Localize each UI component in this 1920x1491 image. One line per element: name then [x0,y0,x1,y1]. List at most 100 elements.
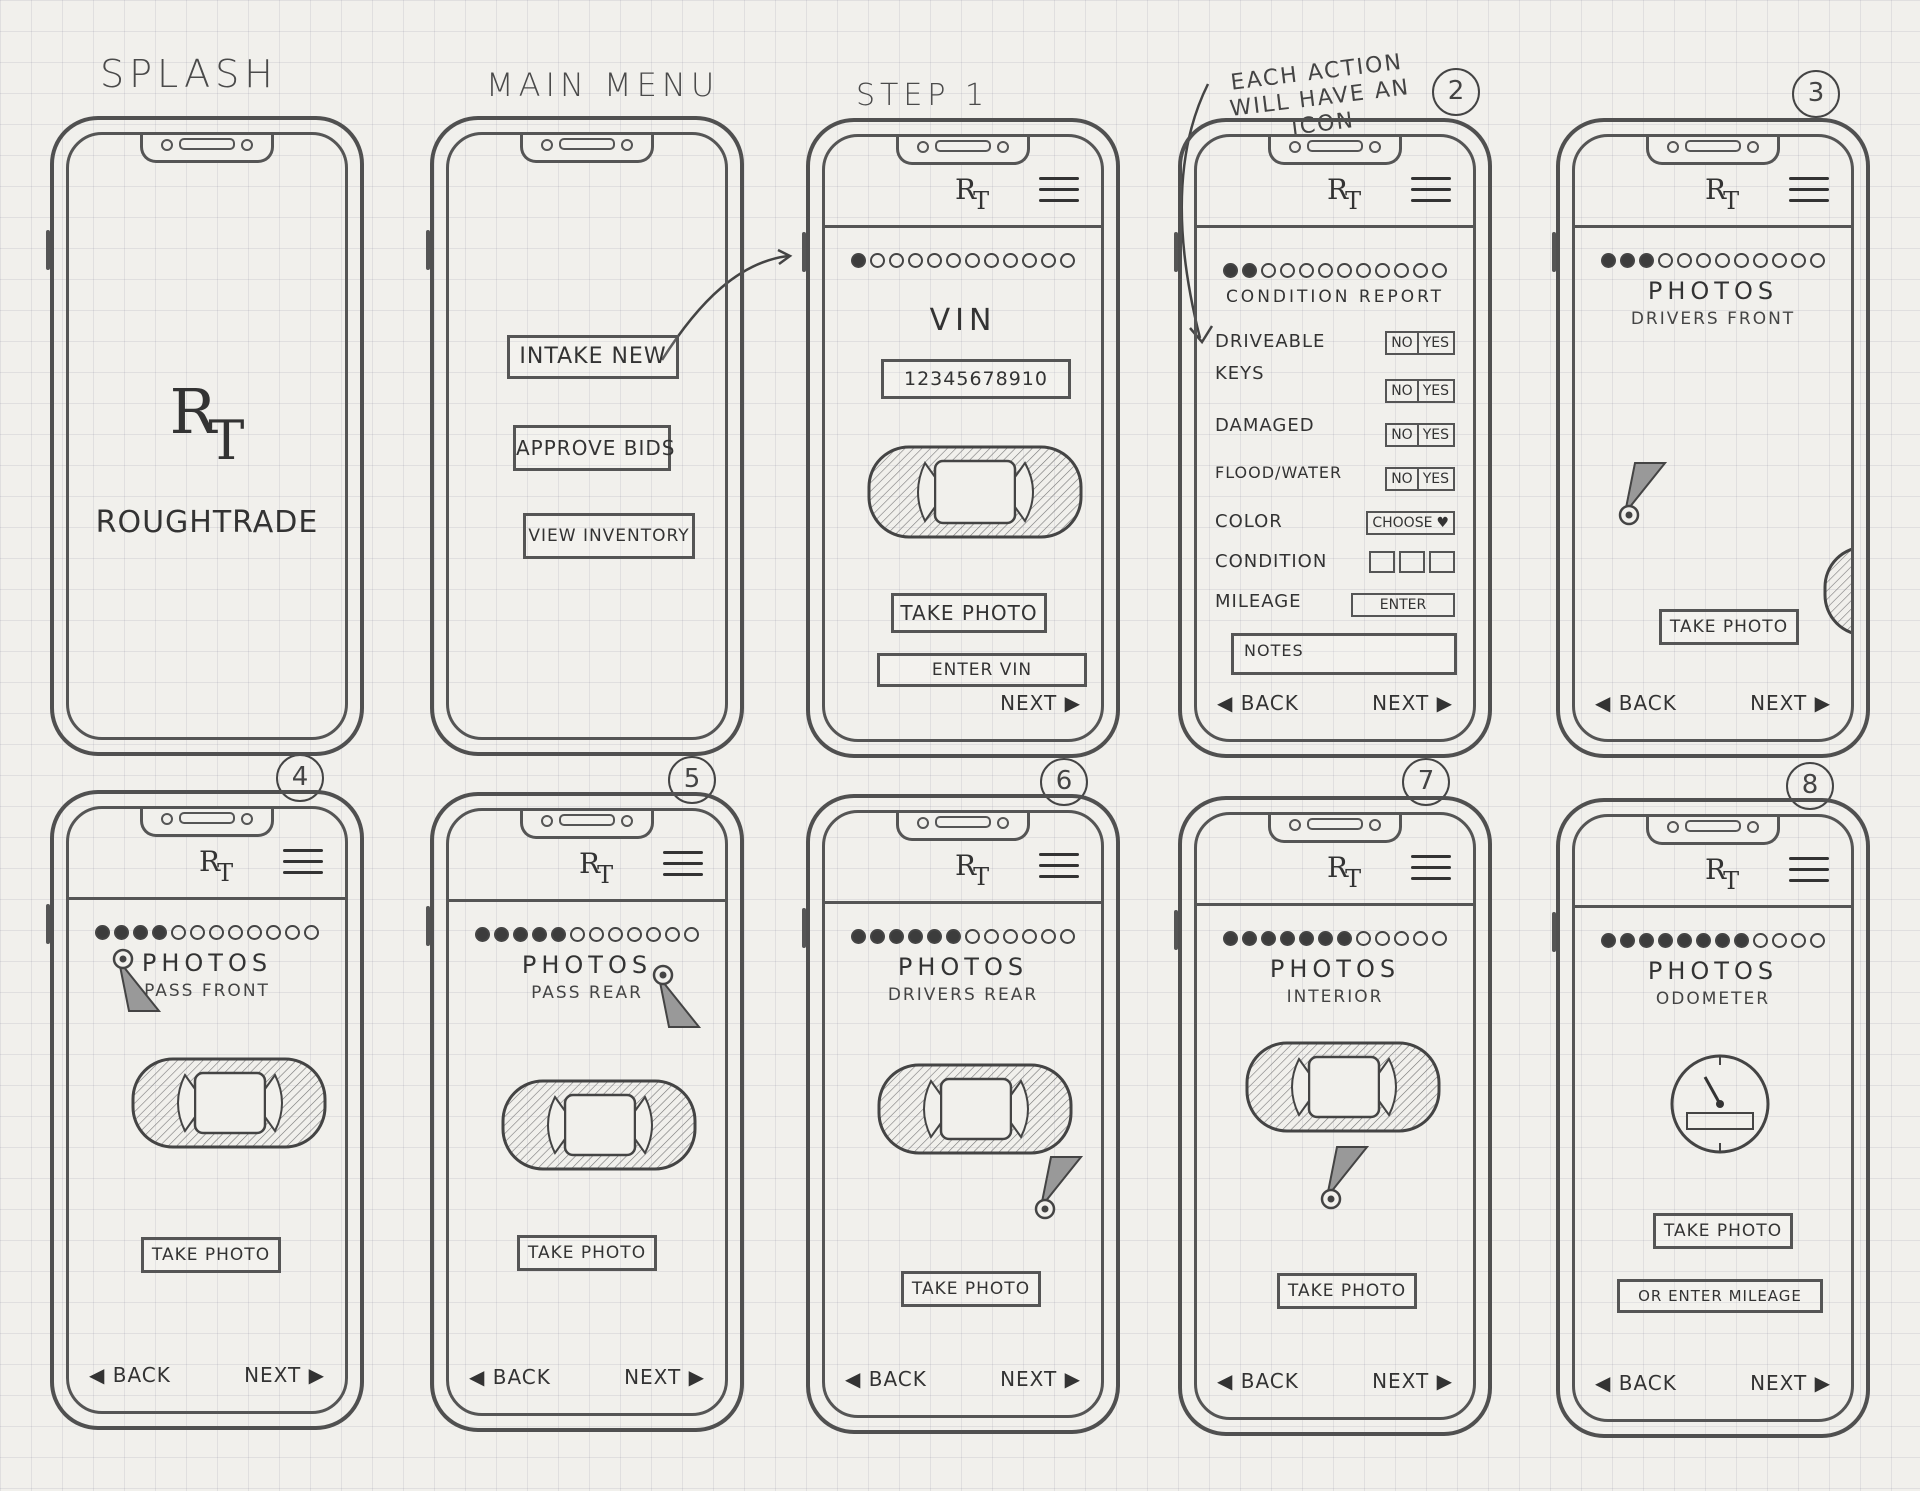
progress-dot [1356,931,1371,946]
label-splash: SPLASH [100,52,278,96]
progress-dot [1003,929,1018,944]
progress-dot [1620,933,1635,948]
step-number-2: 2 [1432,68,1480,116]
row-label-flood: FLOOD/WATER [1215,463,1343,482]
progress-dot [1242,263,1257,278]
progress-dots [825,253,1101,268]
progress-dot [1280,931,1295,946]
car-top-icon [131,1057,327,1149]
progress-dots [1575,253,1851,268]
back-button[interactable]: ◀ BACK [469,1365,551,1389]
hamburger-menu-icon[interactable] [283,849,323,875]
condition-rating-boxes[interactable] [1365,551,1455,577]
caret-right-icon: ▶ [1436,1369,1453,1393]
hamburger-menu-icon[interactable] [1789,177,1829,203]
logo-small: RT [199,845,234,887]
car-top-icon [877,1063,1073,1155]
take-photo-button[interactable]: TAKE PHOTO [891,593,1047,633]
back-button[interactable]: ◀ BACK [1595,1371,1677,1395]
hamburger-menu-icon[interactable] [1039,177,1079,203]
back-button[interactable]: ◀ BACK [845,1367,927,1391]
caret-left-icon: ◀ [1217,691,1234,715]
caret-right-icon: ▶ [1436,691,1453,715]
logo-small: RT [579,847,614,889]
enter-vin-button[interactable]: ENTER VIN [877,653,1087,687]
progress-dots [1197,263,1473,278]
hamburger-menu-icon[interactable] [663,851,703,877]
progress-dot [1041,929,1056,944]
progress-dot [1810,253,1825,268]
next-button[interactable]: NEXT ▶ [1750,1371,1831,1395]
progress-dot [1432,263,1447,278]
step-number-3: 3 [1792,70,1840,118]
approve-bids-button[interactable]: APPROVE BIDS [513,425,674,471]
step-number-7: 7 [1402,758,1450,806]
progress-dot [1601,253,1616,268]
progress-dot [870,253,885,268]
enter-mileage-button[interactable]: OR ENTER MILEAGE [1617,1279,1823,1313]
progress-dot [627,927,642,942]
progress-dot [152,925,167,940]
progress-dot [570,927,585,942]
take-photo-button[interactable]: TAKE PHOTO [517,1235,657,1271]
hamburger-menu-icon[interactable] [1039,853,1079,879]
screen-subtitle: INTERIOR [1286,987,1384,1007]
caret-left-icon: ◀ [1595,691,1612,715]
progress-dots [825,929,1101,944]
progress-dot [1734,253,1749,268]
progress-dot [851,253,866,268]
brand-name: ROUGHTRADE [95,505,319,540]
progress-dot [114,925,129,940]
vin-input[interactable]: 12345678910 [881,359,1071,399]
progress-dot [171,925,186,940]
hamburger-menu-icon[interactable] [1411,855,1451,881]
progress-dot [190,925,205,940]
next-button[interactable]: NEXT ▶ [1000,1367,1081,1391]
take-photo-button[interactable]: TAKE PHOTO [141,1237,281,1273]
dropdown-heart-icon: ♥ [1436,515,1449,531]
row-label-keys: KEYS [1215,363,1265,384]
view-inventory-button[interactable]: VIEW INVENTORY [523,513,695,559]
take-photo-button[interactable]: TAKE PHOTO [1653,1213,1793,1249]
step-number-6: 6 [1040,758,1088,806]
screen-subtitle: PASS FRONT [144,981,270,1001]
next-button[interactable]: NEXT ▶ [1372,1369,1453,1393]
next-button[interactable]: NEXT ▶ [1750,691,1831,715]
odometer-icon [1670,1054,1770,1154]
next-button[interactable]: NEXT ▶ [1000,691,1081,715]
next-button[interactable]: NEXT ▶ [244,1363,325,1387]
next-button[interactable]: NEXT ▶ [1372,691,1453,715]
back-button[interactable]: ◀ BACK [1595,691,1677,715]
mileage-enter-button[interactable]: ENTER [1351,593,1455,617]
back-button[interactable]: ◀ BACK [89,1363,171,1387]
take-photo-button[interactable]: TAKE PHOTO [1277,1273,1417,1309]
caret-right-icon: ▶ [1814,691,1831,715]
back-button[interactable]: ◀ BACK [1217,1369,1299,1393]
progress-dot [1394,931,1409,946]
progress-dot [1658,253,1673,268]
progress-dot [1261,931,1276,946]
color-select[interactable]: CHOOSE♥ [1366,511,1455,535]
notes-input[interactable]: NOTES [1231,633,1457,675]
progress-dot [1432,931,1447,946]
back-button[interactable]: ◀ BACK [1217,691,1299,715]
progress-dot [1299,931,1314,946]
progress-dot [1022,253,1037,268]
progress-dot [551,927,566,942]
app-header: RT [1575,817,1851,908]
intake-new-button[interactable]: INTAKE NEW [507,335,679,379]
progress-dot [1677,253,1692,268]
next-button[interactable]: NEXT ▶ [624,1365,705,1389]
camera-icon [1618,462,1668,526]
caret-right-icon: ▶ [308,1363,325,1387]
hamburger-menu-icon[interactable] [1411,177,1451,203]
hamburger-menu-icon[interactable] [1789,857,1829,883]
take-photo-button[interactable]: TAKE PHOTO [901,1271,1041,1307]
progress-dot [513,927,528,942]
progress-dot [946,253,961,268]
take-photo-button[interactable]: TAKE PHOTO [1659,609,1799,645]
